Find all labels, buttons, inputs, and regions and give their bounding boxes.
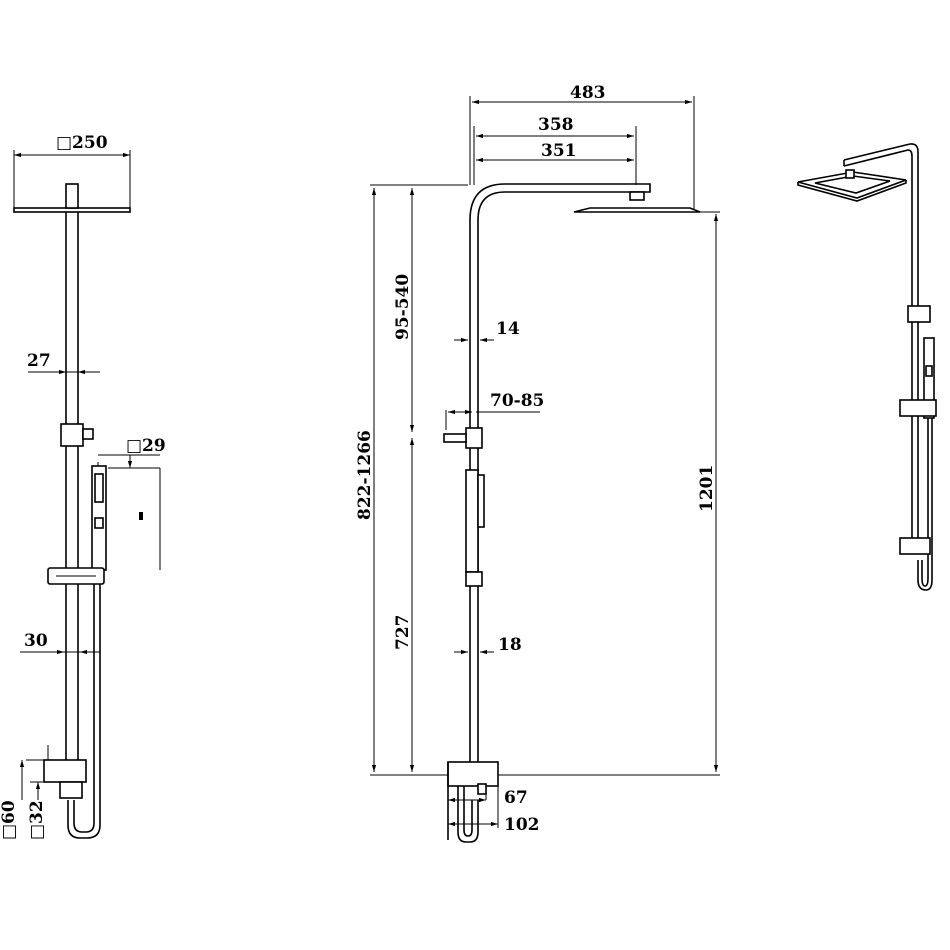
pipe-30-label: 30 [24, 631, 48, 651]
height-822-1266-label: 822-1266 [355, 430, 375, 520]
perspective-hand-shower [923, 337, 935, 419]
perspective-view [797, 143, 937, 591]
wall-32-label: □32 [27, 800, 47, 840]
diverter-body [60, 423, 84, 447]
side-view: 483 358 351 822-1266 95-540 727 1201 14 … [355, 83, 720, 843]
hand-29-label: □29 [126, 436, 166, 456]
perspective-holder [899, 399, 937, 417]
depth-67-label: 67 [504, 788, 528, 808]
depth-102-label: 102 [504, 815, 540, 835]
head-size-label: □250 [56, 133, 108, 153]
side-wall-bracket [447, 761, 499, 787]
width-358-label: 358 [538, 115, 574, 135]
hose-connector [59, 781, 83, 799]
front-view: □250 27 □29 30 [0, 133, 166, 840]
width-483-label: 483 [570, 83, 606, 103]
perspective-diverter [907, 305, 931, 323]
diverter-knob [82, 428, 94, 440]
head-connector [65, 183, 79, 209]
side-diverter [465, 427, 483, 449]
pipe-27-label: 27 [27, 351, 51, 371]
side-diverter-knob [443, 433, 467, 443]
height-727-label: 727 [393, 615, 413, 651]
holder-70-85-label: 70-85 [490, 391, 544, 411]
width-351-label: 351 [541, 141, 577, 161]
tube-14-label: 14 [496, 319, 520, 339]
wall-bracket [43, 759, 87, 783]
side-head-connector [629, 191, 645, 201]
adjust-95-540-label: 95-540 [393, 274, 413, 340]
wall-60-label: □60 [0, 800, 19, 840]
side-rain-head [573, 207, 701, 213]
height-1201-label: 1201 [697, 465, 717, 512]
tube-18-label: 18 [498, 635, 522, 655]
perspective-wall-bracket [899, 537, 931, 555]
side-hand-shower [465, 469, 479, 573]
side-holder [465, 571, 483, 587]
